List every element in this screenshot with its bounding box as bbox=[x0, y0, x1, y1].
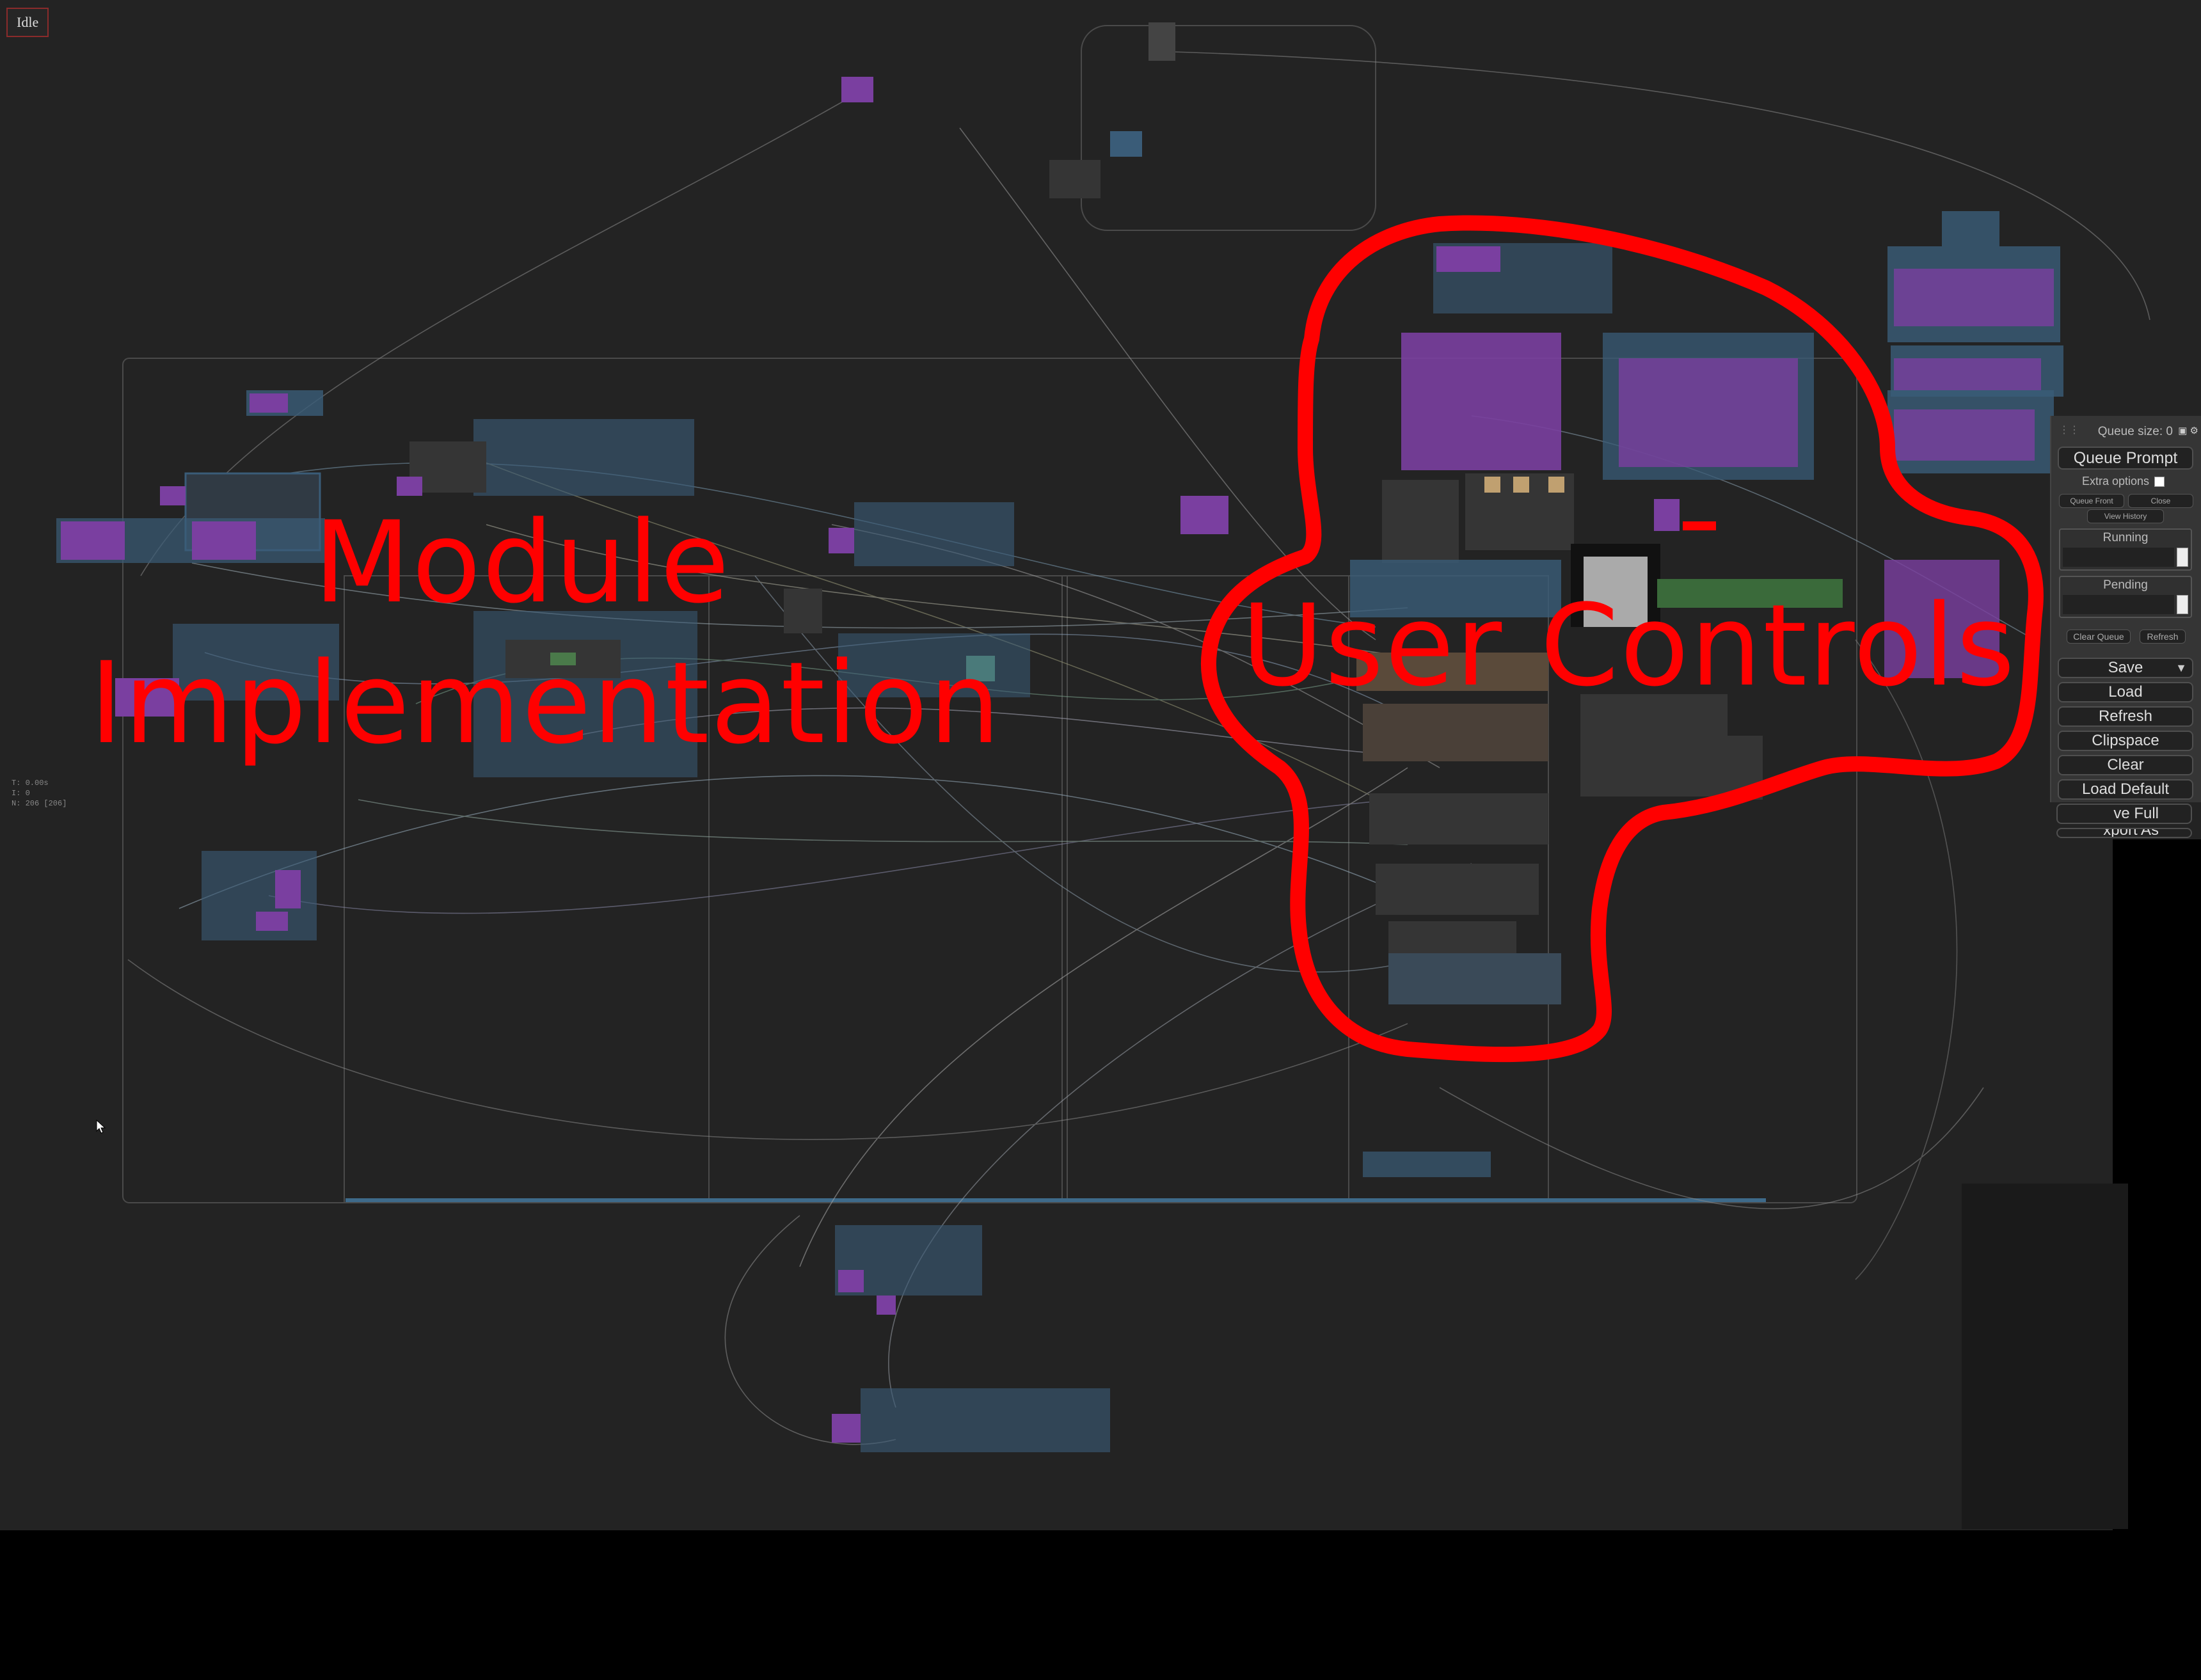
save-button[interactable]: Save ▼ bbox=[2058, 658, 2193, 678]
queue-prompt-button[interactable]: Queue Prompt bbox=[2058, 447, 2193, 470]
annotation-user-controls: User Controls bbox=[1241, 580, 2016, 711]
stat-nodes: N: 206 [206] bbox=[12, 799, 67, 808]
refresh-queue-button[interactable]: Refresh bbox=[2140, 630, 2186, 644]
pending-list bbox=[2059, 576, 2192, 618]
extra-options-text: Extra options bbox=[2082, 475, 2150, 487]
extra-options-label: Extra options bbox=[2082, 475, 2165, 488]
queue-size-label: Queue size: 0 bbox=[2097, 425, 2173, 438]
user-control-nodes[interactable] bbox=[1350, 211, 2063, 1004]
running-title: Running bbox=[2102, 531, 2149, 544]
clear-queue-button[interactable]: Clear Queue bbox=[2067, 630, 2131, 644]
annotation-implementation: Implementation bbox=[90, 638, 1002, 769]
stat-time: T: 0.00s bbox=[12, 779, 49, 788]
save-full-button[interactable]: ve Full bbox=[2056, 804, 2192, 824]
stat-iterations: I: 0 bbox=[12, 789, 30, 798]
clipspace-button[interactable]: Clipspace bbox=[2058, 731, 2193, 751]
group-frames bbox=[122, 25, 1857, 1203]
mouse-cursor-icon bbox=[96, 1120, 106, 1134]
node-graph[interactable] bbox=[0, 0, 2201, 1530]
render-stats: T: 0.00s I: 0 N: 206 [206] bbox=[12, 778, 67, 809]
running-list bbox=[2059, 528, 2192, 571]
annotation-module: Module bbox=[314, 497, 731, 628]
comfy-menu: ⋮⋮ Queue size: 0 ▣ ⚙ Queue Prompt Extra … bbox=[2050, 416, 2201, 802]
queue-front-button[interactable]: Queue Front bbox=[2059, 494, 2124, 508]
export-as-button[interactable]: xport As bbox=[2056, 828, 2192, 838]
drag-handle-icon[interactable]: ⋮⋮ bbox=[2059, 425, 2079, 436]
pending-list-body bbox=[2063, 595, 2174, 614]
user-controls-outline bbox=[1200, 215, 2044, 1063]
annotation-dash bbox=[1683, 521, 1716, 530]
clear-button[interactable]: Clear bbox=[2058, 755, 2193, 775]
close-button[interactable]: Close bbox=[2128, 494, 2193, 508]
load-default-button[interactable]: Load Default bbox=[2058, 779, 2193, 800]
extra-options-checkbox[interactable] bbox=[2154, 477, 2165, 487]
pending-title: Pending bbox=[2103, 578, 2148, 592]
view-history-button[interactable]: View History bbox=[2087, 509, 2164, 523]
save-label: Save bbox=[2108, 659, 2143, 676]
settings-gear-icon[interactable]: ▣ ⚙ bbox=[2178, 425, 2198, 436]
faded-panel bbox=[1962, 1184, 2128, 1529]
running-list-body bbox=[2063, 548, 2174, 567]
save-dropdown-icon[interactable]: ▼ bbox=[2175, 662, 2187, 674]
status-indicator: Idle bbox=[6, 8, 49, 37]
load-button[interactable]: Load bbox=[2058, 682, 2193, 702]
refresh-button[interactable]: Refresh bbox=[2058, 706, 2193, 727]
graph-canvas[interactable]: Idle T: 0.00s I: 0 N: 206 [206] Module I… bbox=[0, 0, 2201, 1530]
running-scrollbar[interactable] bbox=[2177, 548, 2188, 567]
pending-scrollbar[interactable] bbox=[2177, 595, 2188, 614]
module-nodes[interactable] bbox=[56, 22, 1491, 1452]
